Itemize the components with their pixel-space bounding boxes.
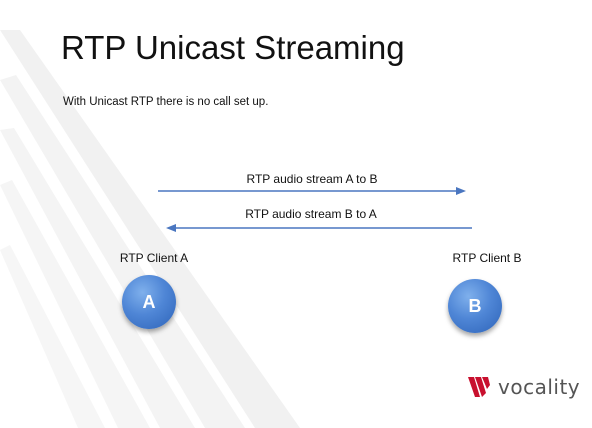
arrowhead-a-to-b [456,187,466,195]
client-label-b: RTP Client B [452,251,522,265]
client-label-a: RTP Client A [119,251,189,265]
slide-title: RTP Unicast Streaming [61,29,405,66]
client-node-a: A [122,275,176,329]
vocality-logo-icon [468,377,490,397]
stream-label-a-to-b: RTP audio stream A to B [246,172,378,186]
logo-text: vocality [498,375,581,399]
stream-label-b-to-a: RTP audio stream B to A [245,207,377,221]
slide-subtitle: With Unicast RTP there is no call set up… [63,96,269,108]
arrowhead-b-to-a [166,224,176,232]
vocality-logo: vocality [466,375,580,399]
client-node-b: B [448,279,502,333]
